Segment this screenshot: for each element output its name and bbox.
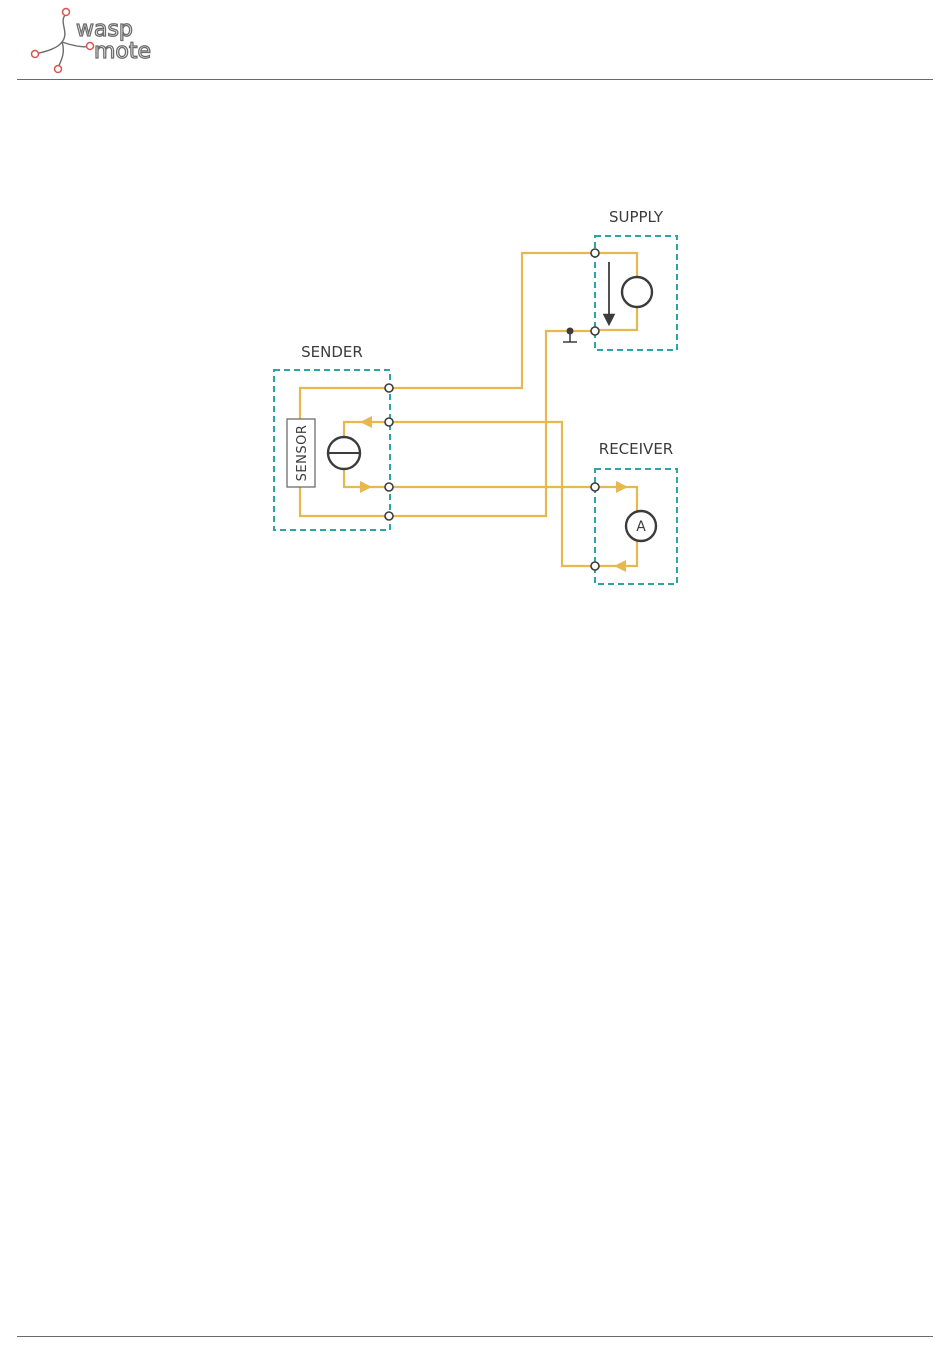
current-source-icon xyxy=(328,437,360,469)
wire-sender-internal-outer xyxy=(300,388,389,419)
receiver-label: RECEIVER xyxy=(599,440,673,458)
receiver-terminal-top xyxy=(591,483,599,491)
sender-terminal-2 xyxy=(385,418,393,426)
wire-arrow-receiver-in xyxy=(616,481,628,493)
ammeter-symbol: A xyxy=(636,519,646,535)
wire-supply-positive xyxy=(389,253,594,388)
wire-arrow-source-out xyxy=(360,481,372,493)
wire-supply-ground xyxy=(389,331,594,516)
supply-terminal-bottom xyxy=(591,327,599,335)
receiver-terminal-bottom xyxy=(591,562,599,570)
wire-arrow-receiver-out xyxy=(614,560,626,572)
sensor-label: SENSOR xyxy=(295,425,310,482)
supply-terminal-top xyxy=(591,249,599,257)
sender-label: SENDER xyxy=(301,343,363,361)
supply-voltage-source-icon xyxy=(622,277,652,307)
footer-divider xyxy=(17,1336,933,1337)
wire-signal-return xyxy=(389,422,594,566)
sender-terminal-1 xyxy=(385,384,393,392)
sender-terminal-3 xyxy=(385,483,393,491)
ground-icon xyxy=(563,331,577,342)
supply-label: SUPPLY xyxy=(609,208,664,226)
sender-terminal-4 xyxy=(385,512,393,520)
wire-sender-internal-lower xyxy=(300,487,389,516)
wire-arrow-source-return xyxy=(360,416,372,428)
wires xyxy=(300,253,637,566)
